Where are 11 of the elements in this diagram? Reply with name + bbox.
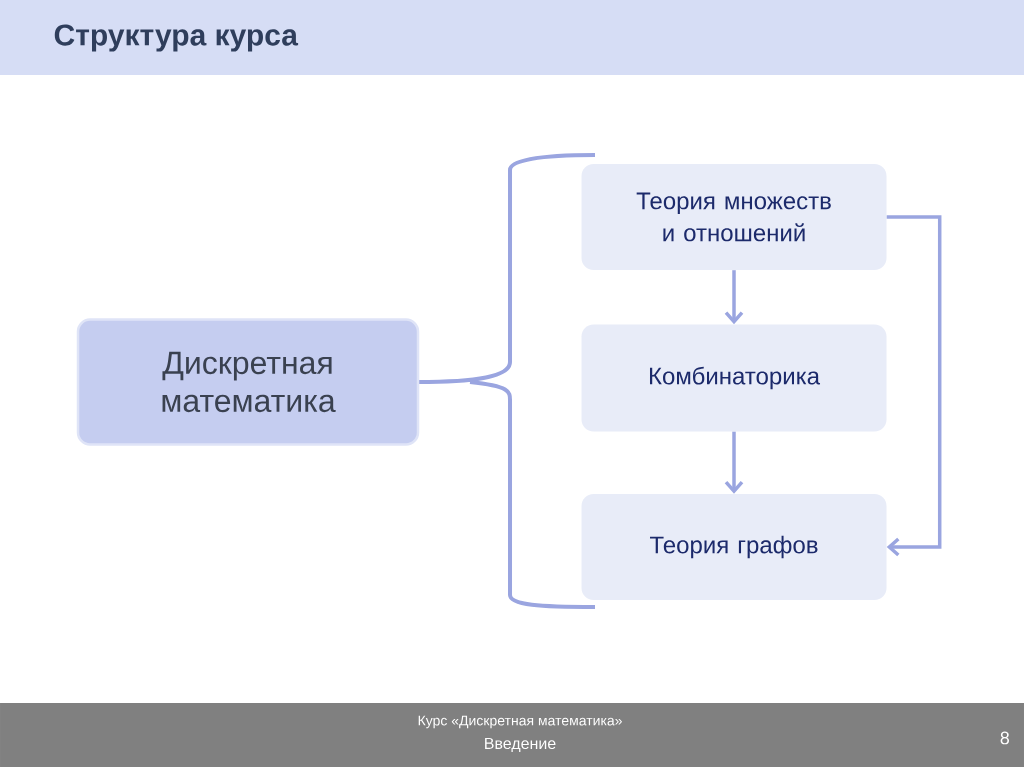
footer-text: Курс «Дискретная математика»	[418, 715, 622, 729]
topic-box: Дискретная математика	[76, 318, 420, 446]
page-number: 8	[1000, 731, 1010, 745]
section-box: Теория графов	[581, 494, 887, 600]
section-box: Комбинаторика	[581, 324, 887, 432]
arrow	[886, 215, 942, 557]
footer-text: Введение	[485, 737, 556, 753]
title: Структура курса	[54, 24, 299, 52]
arrow	[724, 431, 744, 494]
arrow	[724, 270, 744, 325]
section-box: Теория множеств и отношений	[581, 164, 887, 270]
